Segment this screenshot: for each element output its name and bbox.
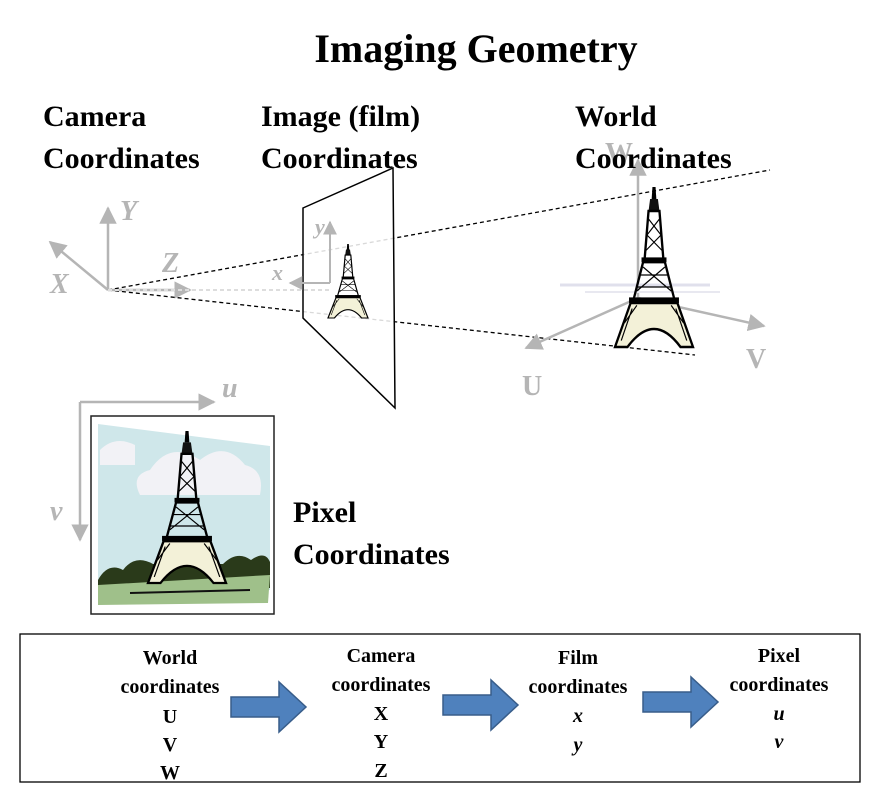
flow-arrow-film-to-pixel — [642, 675, 720, 729]
world-heading-line1: World — [575, 100, 657, 133]
film-axes: y x — [271, 214, 337, 290]
pixel-heading-line2: Coordinates — [293, 538, 450, 571]
pipeline-world-item-w: W — [160, 762, 180, 784]
pipeline-world-title-2: coordinates — [121, 676, 220, 698]
pixel-axis-v-label: v — [50, 496, 63, 527]
world-axis-w-label: W — [605, 138, 633, 169]
pixel-axis-u-label: u — [222, 373, 238, 404]
camera-heading-line1: Camera — [43, 100, 146, 133]
pipeline-film-title-2: coordinates — [529, 676, 628, 698]
pipeline-pixel-title-2: coordinates — [730, 674, 829, 696]
pipeline-world: World coordinates U V W — [121, 647, 220, 784]
film-axis-x-label: x — [271, 260, 283, 285]
flow-arrow-world-to-camera — [230, 680, 308, 734]
page-title: Imaging Geometry — [314, 26, 637, 71]
world-tower — [613, 185, 695, 349]
pipeline-film-title-1: Film — [558, 647, 598, 669]
pipeline-camera-item-x: X — [374, 703, 389, 725]
pipeline-film-item-x: x — [572, 705, 583, 727]
camera-axis-y-label: Y — [120, 196, 140, 227]
pipeline-pixel-title-1: Pixel — [758, 645, 801, 667]
world-axis-v-label: V — [746, 344, 766, 375]
pipeline-world-item-v: V — [163, 734, 178, 756]
camera-axis-z-label: Z — [161, 248, 179, 279]
pipeline-world-item-u: U — [163, 706, 177, 728]
image-heading-line2: Coordinates — [261, 142, 418, 175]
pipeline-camera-item-y: Y — [374, 731, 389, 753]
pipeline-camera: Camera coordinates X Y Z — [332, 645, 431, 782]
pipeline-pixel-item-u: u — [773, 703, 784, 725]
world-heading-line2: Coordinates — [575, 142, 732, 175]
pixel-image — [90, 415, 275, 615]
pipeline-camera-item-z: Z — [374, 760, 387, 782]
pipeline-camera-title-2: coordinates — [332, 674, 431, 696]
world-axis-u-label: U — [522, 371, 542, 402]
film-plane — [302, 166, 396, 410]
pipeline-pixel: Pixel coordinates u v — [730, 645, 829, 753]
pipeline-film-item-y: y — [572, 734, 583, 756]
pipeline-pixel-item-v: v — [775, 731, 785, 753]
camera-heading-line2: Coordinates — [43, 142, 200, 175]
pipeline-film: Film coordinates x y — [529, 647, 628, 756]
camera-axis-x-label: X — [49, 269, 70, 300]
film-axis-y-label: y — [312, 214, 325, 239]
pipeline-camera-title-1: Camera — [347, 645, 416, 667]
image-heading-line1: Image (film) — [261, 100, 420, 133]
camera-axes: Y Z X — [48, 196, 192, 300]
pixel-heading-line1: Pixel — [293, 496, 356, 529]
pipeline-box — [19, 633, 861, 783]
pipeline-world-title-1: World — [143, 647, 197, 669]
flow-arrow-camera-to-film — [442, 678, 520, 732]
pixel-axes: u v — [50, 373, 238, 542]
